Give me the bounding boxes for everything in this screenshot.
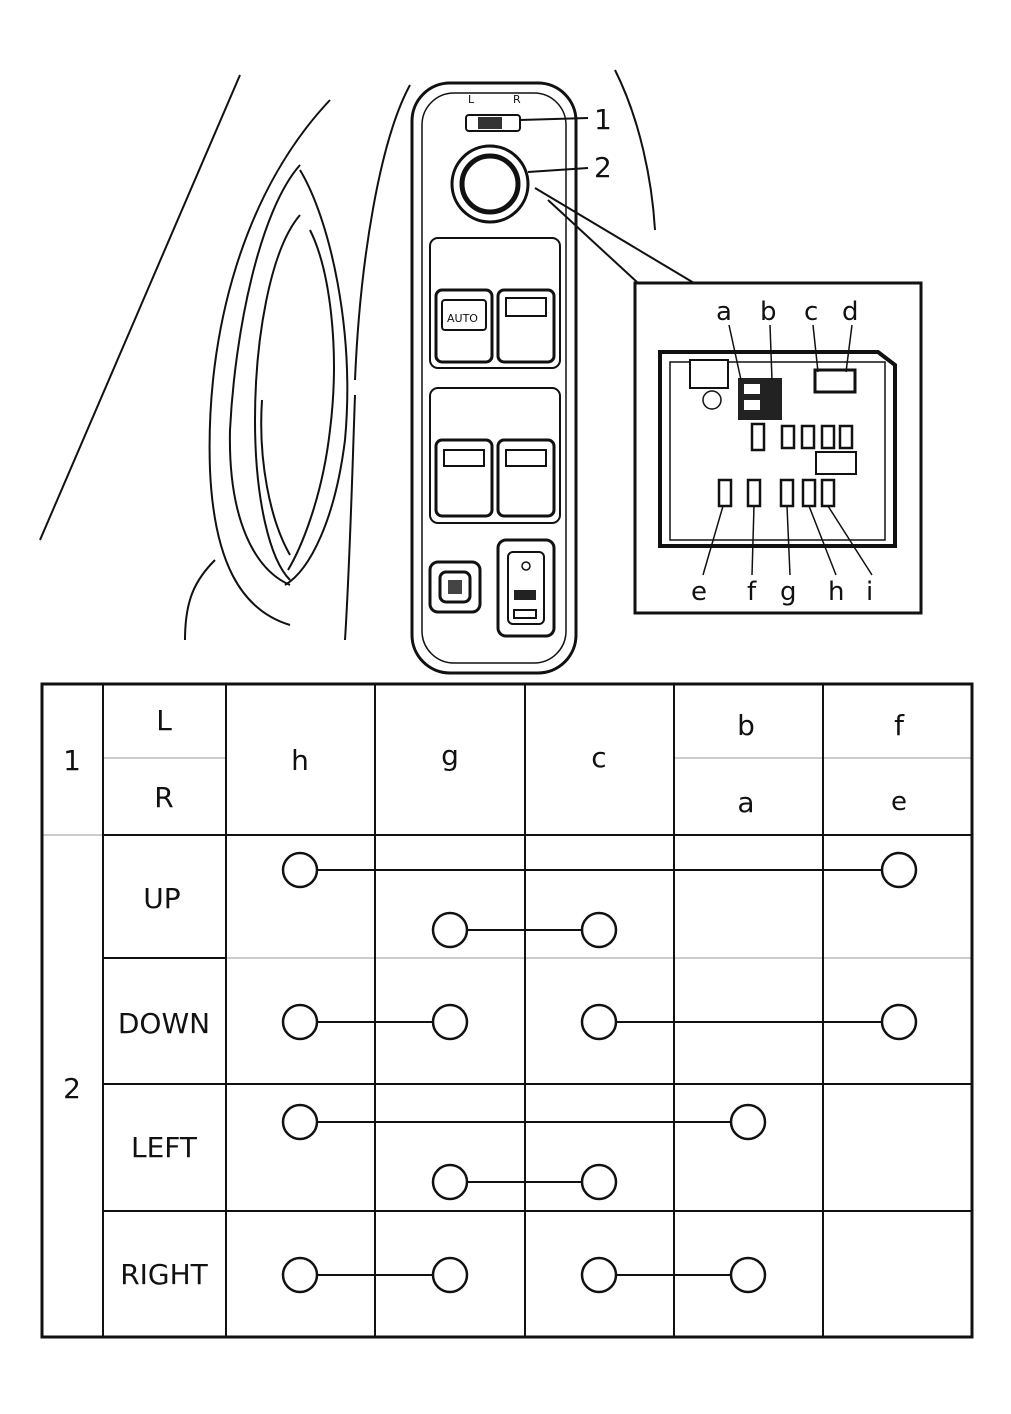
continuity-dot-down-1-0	[580, 1003, 618, 1041]
continuity-dot-right-1-1	[729, 1256, 767, 1294]
continuity-table: 1 L R h g c b a f e 2 UP DOWN LEFT RIGHT	[40, 682, 974, 1339]
continuity-dot-down-0-1	[431, 1003, 469, 1041]
column-header-g: g	[441, 739, 459, 772]
column-header-a: a	[737, 786, 754, 819]
switch-panel: L R 1 2 AUTO	[410, 81, 612, 675]
terminal-g: g	[780, 577, 797, 607]
position-right: RIGHT	[120, 1258, 208, 1291]
continuity-dot-up-0-1	[880, 851, 918, 889]
continuity-dot-up-1-1	[580, 911, 618, 949]
continuity-dot-left-0-1	[729, 1103, 767, 1141]
column-header-e: e	[891, 787, 907, 817]
auto-label: AUTO	[447, 312, 478, 325]
terminal-h: h	[828, 577, 844, 607]
terminal-c: c	[804, 297, 818, 327]
switch-panel-body	[410, 81, 578, 675]
selector-label-r: R	[513, 93, 521, 106]
row-2-label: 2	[63, 1072, 81, 1105]
terminal-b: b	[760, 297, 777, 327]
continuity-dot-down-1-1	[880, 1003, 918, 1041]
continuity-dot-up-1-0	[431, 911, 469, 949]
selector-label-l: L	[468, 93, 475, 106]
callout-2: 2	[594, 151, 612, 184]
terminal-d: d	[842, 297, 859, 327]
terminal-f: f	[747, 577, 757, 607]
terminal-i: i	[866, 577, 873, 607]
continuity-dot-right-0-0	[281, 1256, 319, 1294]
continuity-dot-left-1-1	[580, 1163, 618, 1201]
column-header-f: f	[894, 709, 905, 742]
row-1-label: 1	[63, 744, 81, 777]
row-1-sub-left: L	[156, 704, 172, 737]
position-down: DOWN	[118, 1007, 210, 1040]
door-trim-lines	[39, 69, 656, 641]
column-header-c: c	[591, 741, 606, 774]
continuity-dot-right-0-1	[431, 1256, 469, 1294]
connector-inset: a b c d e f g h i	[633, 281, 923, 615]
row-1-sub-right: R	[154, 781, 173, 814]
continuity-dot-up-0-0	[281, 851, 319, 889]
callout-1: 1	[594, 103, 612, 136]
column-header-b: b	[737, 709, 755, 742]
position-left: LEFT	[131, 1131, 198, 1164]
continuity-dot-left-0-0	[281, 1103, 319, 1141]
position-up: UP	[143, 882, 180, 915]
terminal-a: a	[716, 297, 732, 327]
continuity-connections	[281, 851, 918, 1294]
terminal-e: e	[691, 577, 707, 607]
continuity-dot-down-0-0	[281, 1003, 319, 1041]
column-header-h: h	[291, 744, 309, 777]
continuity-dot-left-1-0	[431, 1163, 469, 1201]
continuity-dot-right-1-0	[580, 1256, 618, 1294]
